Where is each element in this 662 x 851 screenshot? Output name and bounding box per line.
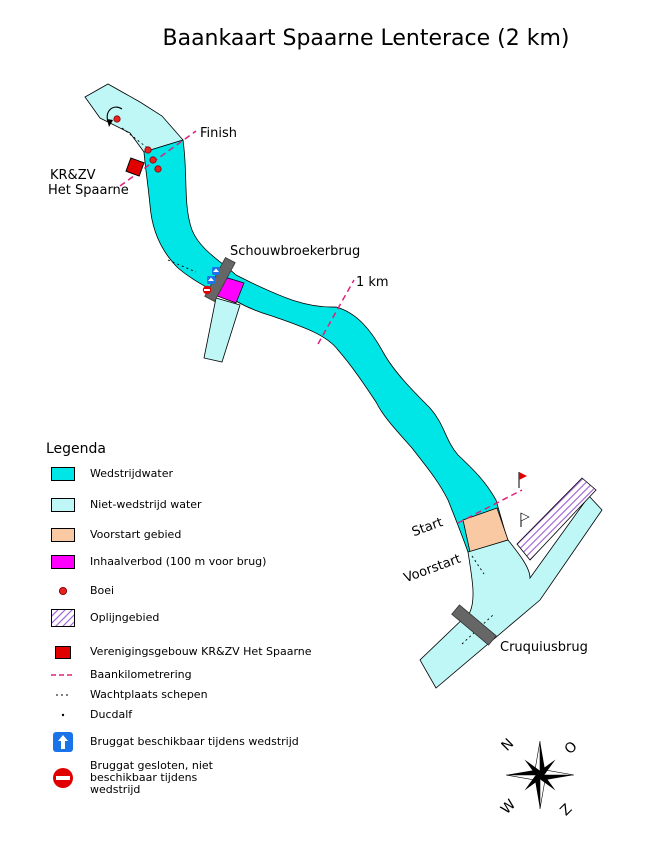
bridge-north-label: Schouwbroekerbrug [230, 244, 361, 259]
schouwbroekerbrug [204, 256, 236, 303]
buoy-icon [58, 586, 68, 596]
legend-label: Boei [90, 584, 115, 597]
cruquiusbrug [451, 604, 497, 646]
race-water [143, 139, 509, 553]
buoy-marker [149, 156, 157, 164]
buoy-marker [144, 146, 152, 154]
pre-start-flag [520, 512, 530, 527]
lineup-hatch-swatch [51, 609, 75, 627]
waiting-place-north [121, 127, 151, 151]
km1-line [317, 279, 355, 345]
legend-item: Bruggat gesloten, niet beschikbaar tijde… [46, 760, 240, 796]
legend-title: Legenda [46, 441, 107, 457]
swatch-pre-start-area [51, 528, 75, 542]
legend-item: Oplijngebied [46, 607, 159, 629]
bridge-open-icon [207, 276, 215, 284]
clubhouse-icon [55, 645, 71, 659]
bridge-south-label: Cruquiusbrug [500, 640, 588, 655]
legend-label: Inhaalverbod (100 m voor brug) [90, 555, 267, 568]
start-flag [518, 472, 527, 488]
compass-rose [505, 740, 575, 810]
u-turn-arrow [106, 106, 123, 127]
buoy-marker [154, 165, 162, 173]
legend-label: Bruggat gesloten, niet beschikbaar tijde… [90, 759, 213, 796]
finish-label: Finish [200, 126, 238, 141]
legend-item: Niet-wedstrijd water [46, 494, 202, 516]
km-marker-label: 1 km [356, 275, 389, 290]
bridge-closed-icon [53, 768, 73, 788]
legend-item: Inhaalverbod (100 m voor brug) [46, 551, 266, 573]
side-channel [203, 297, 241, 363]
waiting-place-icon [56, 694, 70, 696]
legend-item: Bruggat beschikbaar tijdens wedstrijd [46, 731, 299, 753]
finish-line [119, 130, 197, 187]
bridge-closed-icon [202, 285, 212, 295]
swatch-non-race-water [51, 498, 75, 512]
non-race-water-south [419, 495, 603, 689]
legend-item: Wedstrijdwater [46, 463, 173, 485]
legend-label: Bruggat beschikbaar tijdens wedstrijd [90, 735, 299, 748]
legend-item: Wachtplaats schepen [46, 684, 208, 706]
dolphin-icon [61, 713, 65, 717]
legend-label: Ducdalf [90, 708, 133, 721]
club-label-line2: Het Spaarne [48, 183, 129, 198]
legend-label: Voorstart gebied [90, 528, 182, 541]
km-line-icon [51, 674, 75, 676]
legend-label: Wachtplaats schepen [90, 688, 208, 701]
swatch-no-overtaking [51, 555, 75, 569]
legend-label: Niet-wedstrijd water [90, 498, 202, 511]
waiting-place-bridge [167, 259, 197, 273]
legend-item: Ducdalf [46, 704, 132, 726]
legend-label: Baankilometrering [90, 668, 192, 681]
legend-label: Wedstrijdwater [90, 467, 173, 480]
clubhouse-marker [125, 157, 145, 177]
legend-item: Baankilometrering [46, 664, 192, 686]
legend-label: Oplijngebied [90, 611, 160, 624]
legend-item: Voorstart gebied [46, 524, 181, 546]
lineup-area [516, 477, 597, 561]
legend-item: Boei [46, 580, 114, 602]
swatch-race-water [51, 467, 75, 481]
club-label-line1: KR&ZV [50, 168, 96, 183]
start-line [457, 489, 523, 524]
non-race-water-north [84, 83, 184, 153]
bridge-open-icon [212, 267, 220, 275]
legend-item: Verenigingsgebouw KR&ZV Het Spaarne [46, 641, 312, 663]
legend-label: Verenigingsgebouw KR&ZV Het Spaarne [90, 645, 312, 658]
map-title: Baankaart Spaarne Lenterace (2 km) [162, 26, 570, 51]
waiting-place-prestart [471, 555, 485, 575]
bridge-open-icon [53, 732, 73, 752]
buoy-marker [113, 115, 121, 123]
